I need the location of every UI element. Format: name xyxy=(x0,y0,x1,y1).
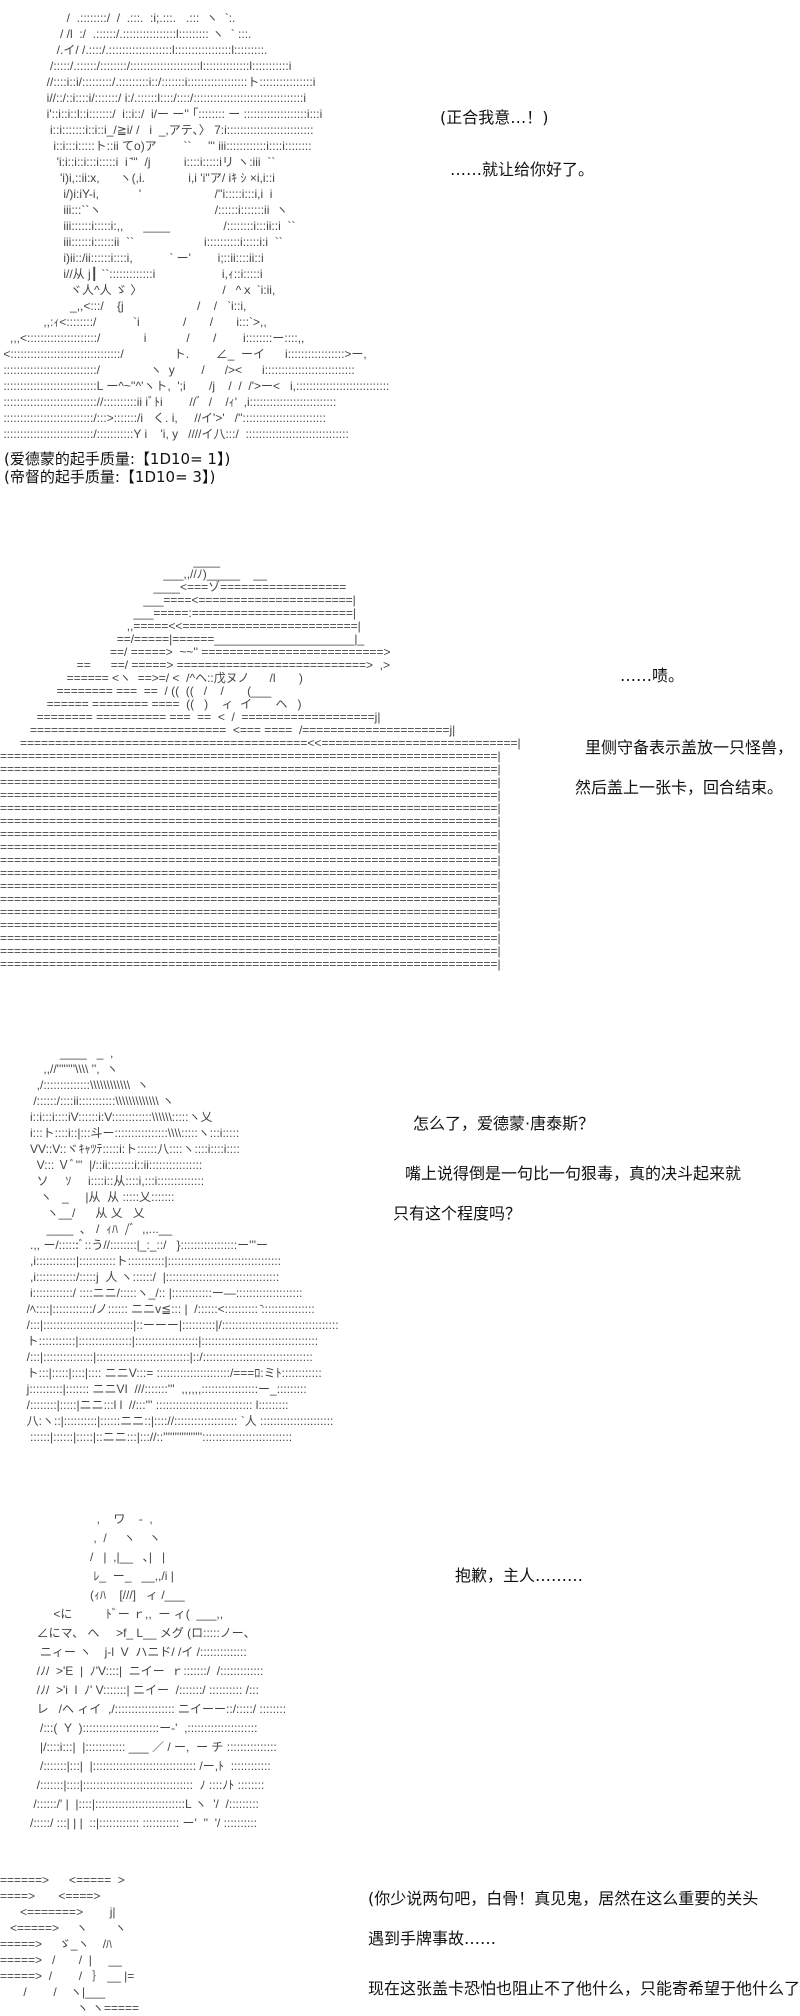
ascii-art-card-table: ____ ___,,//ﾉ)_____ __ ____<===ゾ========… xyxy=(0,554,521,971)
thought-text: (你少说两句吧，白骨！真见鬼，居然在这么重要的关头 xyxy=(368,1889,759,1908)
dialogue-text: 怎么了，爱德蒙·唐泰斯？ xyxy=(413,1114,595,1133)
narration-line: 里侧守备表示盖放一只怪兽， xyxy=(585,738,794,757)
dialogue-text: 嘴上说得倒是一句比一句狠毒，真的决斗起来就 xyxy=(405,1164,742,1183)
ascii-art-figure-1: / .::::::::/ / .:::. :i;.:::. .::: ヽ `:.… xyxy=(3,11,390,441)
narration-line: 然后盖上一张卡，回合结束。 xyxy=(575,778,784,797)
thought-text: (正合我意…！) xyxy=(440,108,549,127)
dice-roll-teitoku: (帝督的起手质量:【1D10= 3】) xyxy=(4,468,216,486)
thought-text: 遇到手牌事故…… xyxy=(368,1929,497,1948)
ascii-art-figure-3: ____ _ , ,,//''''''''\\\\ '', ヽ ,/::::::… xyxy=(26,1046,339,1444)
dice-roll-edmond: (爱德蒙的起手质量:【1D10= 1】) xyxy=(4,450,231,468)
dialogue-text: ……啧。 xyxy=(620,666,685,685)
dialogue-text: 只有这个程度吗？ xyxy=(393,1204,522,1223)
dialogue-text: 抱歉，主人……… xyxy=(455,1566,584,1585)
thought-text: 现在这张盖卡恐怕也阻止不了他什么，只能寄希望于他什么了…… xyxy=(368,1979,800,1998)
ascii-art-figure-5: ======> <===== > ====> <====> <=======> … xyxy=(0,1873,140,2015)
ascii-art-figure-4: , ワ - , , / ヽ ヽ / | ,|__ ､| | ﾚ_ ー_ __,,… xyxy=(30,1512,287,1830)
dialogue-text: ……就让给你好了。 xyxy=(450,160,595,179)
